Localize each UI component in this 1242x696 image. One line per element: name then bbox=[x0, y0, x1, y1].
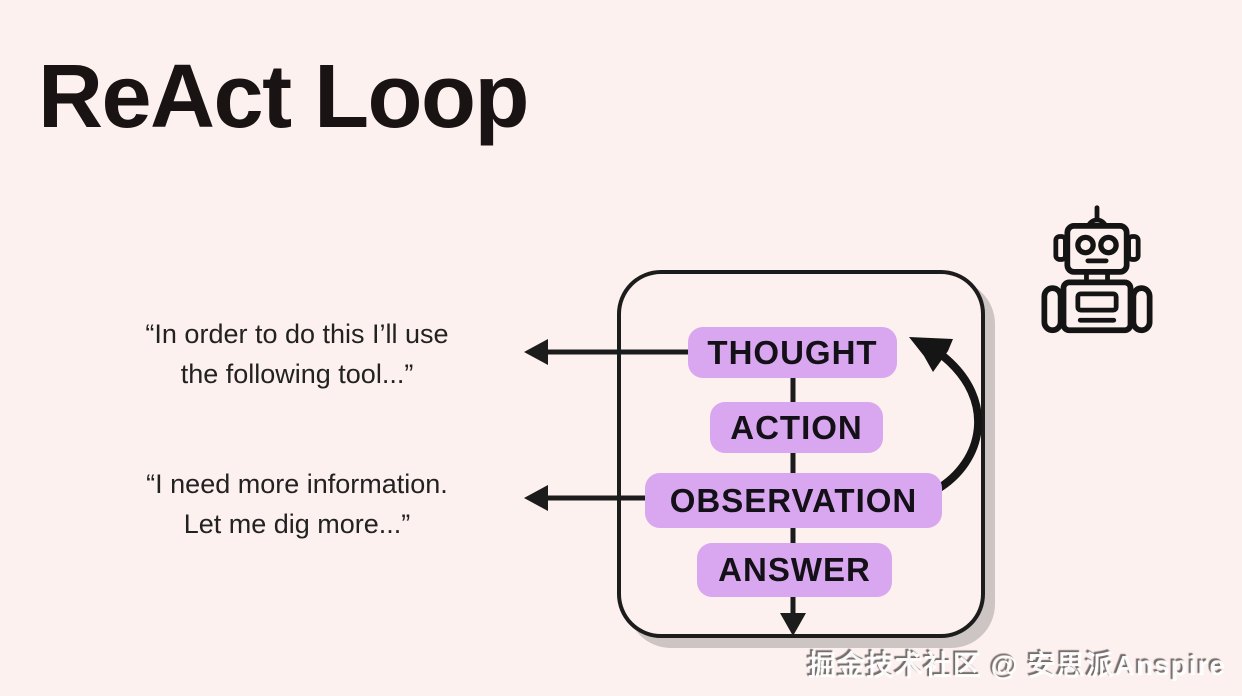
step-label-answer: ANSWER bbox=[718, 551, 871, 588]
step-label-action: ACTION bbox=[730, 408, 863, 446]
observation-quote-line-1: “I need more information. bbox=[146, 469, 448, 499]
step-label-thought: THOUGHT bbox=[707, 333, 878, 371]
step-pill-answer: ANSWER bbox=[697, 543, 892, 597]
page-title: ReAct Loop bbox=[38, 47, 529, 147]
step-label-observation: OBSERVATION bbox=[669, 481, 918, 519]
thought-quote: “In order to do this I’ll use the follow… bbox=[47, 314, 547, 394]
observation-quote: “I need more information. Let me dig mor… bbox=[47, 464, 547, 544]
step-pill-observation: OBSERVATION bbox=[645, 473, 942, 528]
observation-quote-line-2: Let me dig more...” bbox=[183, 509, 411, 539]
thought-quote-line-2: the following tool...” bbox=[180, 359, 414, 389]
watermark-text: 掘金技术社区 @ 安思派Anspire bbox=[807, 650, 1226, 681]
step-pill-action: ACTION bbox=[710, 402, 883, 453]
thought-quote-line-1: “In order to do this I’ll use bbox=[145, 319, 449, 349]
step-pill-thought: THOUGHT bbox=[688, 327, 897, 378]
robot-icon bbox=[1041, 205, 1153, 334]
